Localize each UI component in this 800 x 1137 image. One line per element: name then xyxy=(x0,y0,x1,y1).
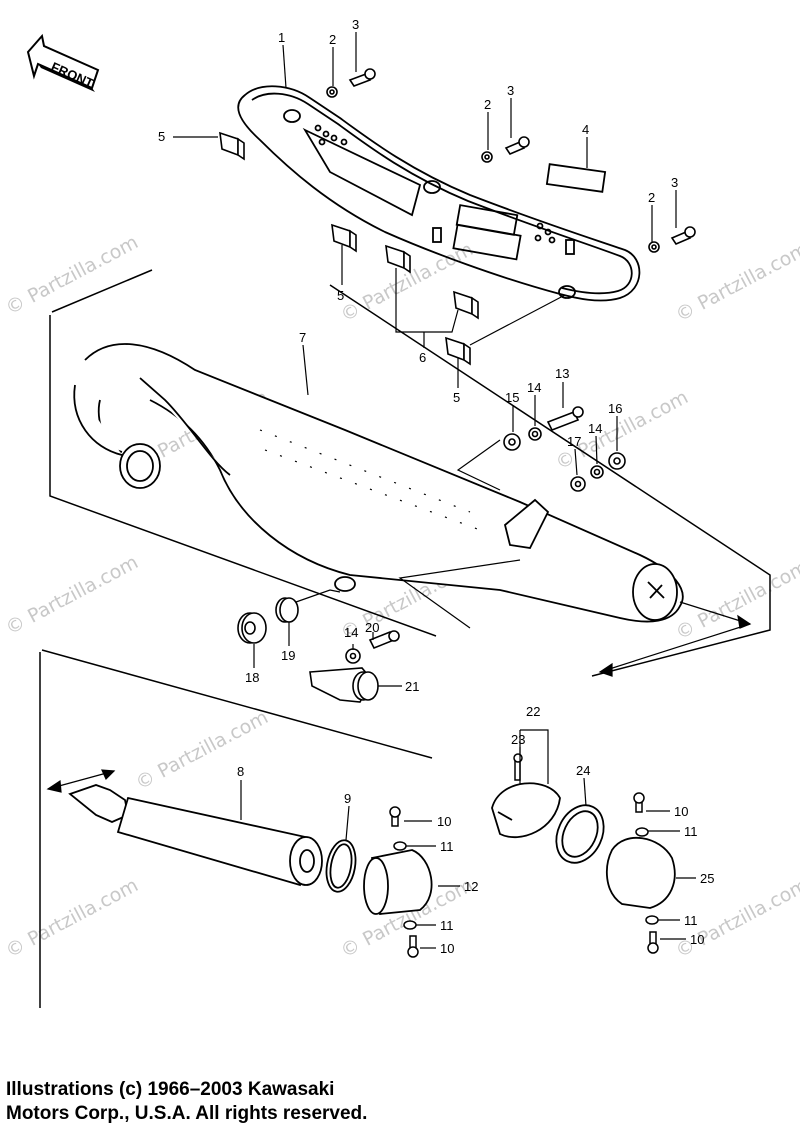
callout-14: 14 xyxy=(527,380,541,395)
callout-5: 5 xyxy=(158,129,165,144)
silencer-panel-frame xyxy=(39,649,433,1008)
mount-fasteners xyxy=(503,406,626,492)
callout-11: 11 xyxy=(440,918,454,933)
top-fasteners xyxy=(326,68,696,253)
callout-22: 22 xyxy=(526,704,540,719)
callout-20: 20 xyxy=(365,620,379,635)
callout-11: 11 xyxy=(684,913,698,928)
watermark: © Partzilla.com xyxy=(2,551,142,639)
copyright-line-1: Illustrations (c) 1966–2003 Kawasaki xyxy=(6,1079,335,1100)
callout-14: 14 xyxy=(588,421,602,436)
part-callouts: 1 2 3 2 3 4 2 3 5 5 6 5 7 13 15 14 16 17… xyxy=(158,17,714,956)
callout-14: 14 xyxy=(344,625,358,640)
muffler-dash-lines xyxy=(259,429,481,531)
front-arrow-icon xyxy=(26,33,100,90)
callout-12: 12 xyxy=(464,879,478,894)
callout-3: 3 xyxy=(507,83,514,98)
small-fasteners-bottom xyxy=(389,753,659,958)
leader-lines-rear xyxy=(253,589,402,687)
leader-lines-mid xyxy=(302,344,752,677)
rear-mount-parts xyxy=(237,597,400,703)
callout-3: 3 xyxy=(671,175,678,190)
copyright-line-2: Motors Corp., U.S.A. All rights reserved… xyxy=(6,1103,368,1124)
callout-16: 16 xyxy=(608,401,622,416)
callout-15: 15 xyxy=(505,390,519,405)
watermark: © Partzilla.com xyxy=(672,238,800,326)
callout-5: 5 xyxy=(453,390,460,405)
callout-9: 9 xyxy=(344,791,351,806)
callout-6: 6 xyxy=(419,350,426,365)
callout-11: 11 xyxy=(440,839,454,854)
callout-10: 10 xyxy=(437,814,451,829)
watermark: © Partzilla.com xyxy=(2,231,142,319)
watermark: © Partzilla.com xyxy=(132,706,272,794)
callout-19: 19 xyxy=(281,648,295,663)
callout-5: 5 xyxy=(337,288,344,303)
callout-17: 17 xyxy=(567,434,581,449)
callout-25: 25 xyxy=(700,871,714,886)
callout-21: 21 xyxy=(405,679,419,694)
callout-2: 2 xyxy=(648,190,655,205)
callout-7: 7 xyxy=(299,330,306,345)
callout-2: 2 xyxy=(329,32,336,47)
label-plate-part-4 xyxy=(545,163,607,193)
watermark: © Partzilla.com xyxy=(2,874,142,962)
callout-10: 10 xyxy=(674,804,688,819)
callout-4: 4 xyxy=(582,122,589,137)
muffler-part-7 xyxy=(73,343,684,623)
callout-2: 2 xyxy=(484,97,491,112)
callout-3: 3 xyxy=(352,17,359,32)
callout-10: 10 xyxy=(440,941,454,956)
clips xyxy=(219,131,479,366)
callout-23: 23 xyxy=(511,732,525,747)
callout-24: 24 xyxy=(576,763,590,778)
callout-11: 11 xyxy=(684,824,698,839)
leader-lines-bottom xyxy=(46,729,696,949)
watermark: © Partzilla.com xyxy=(672,556,800,644)
callout-8: 8 xyxy=(237,764,244,779)
callout-13: 13 xyxy=(555,366,569,381)
muffler-panel-frame xyxy=(49,269,771,677)
callout-18: 18 xyxy=(245,670,259,685)
silencer-parts xyxy=(68,782,676,915)
callout-10: 10 xyxy=(690,932,704,947)
leader-lines-top xyxy=(173,32,677,388)
callout-1: 1 xyxy=(278,30,285,45)
watermark: © Partzilla.com xyxy=(337,238,477,326)
copyright-notice: Illustrations (c) 1966–2003 Kawasaki Mot… xyxy=(6,1078,786,1126)
heat-guard-part-1 xyxy=(237,85,641,302)
front-direction-arrow: FRONT xyxy=(26,33,100,92)
